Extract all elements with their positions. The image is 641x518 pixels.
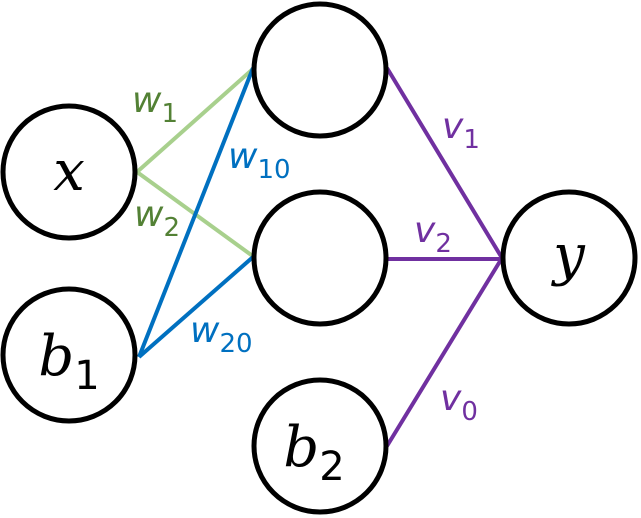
node-b2-label: b [283,415,319,480]
label-w20: w20 [190,310,253,359]
edge-b1-h1 [137,67,255,358]
node-b1-label: b [38,324,74,389]
node-y-label: y [550,223,586,288]
svg-text:b1: b1 [38,324,99,399]
label-v1: v1 [442,106,480,155]
node-y: y [500,189,638,327]
output-weight-edges [385,66,504,448]
label-w1: w1 [132,80,178,129]
node-x-label: x [53,139,85,204]
node-x: x [0,103,138,241]
label-v0: v0 [440,378,478,427]
bias-weight-edges [137,67,255,359]
node-h2 [251,189,389,327]
svg-text:x: x [53,139,85,204]
edge-b2-y [385,256,504,448]
node-h1 [251,1,389,139]
edge-h1-y [385,66,504,260]
label-v2: v2 [414,210,452,259]
node-b1: b1 [0,286,138,424]
node-b2-subscript: 2 [319,444,344,490]
edge-b1-h2 [137,255,255,359]
svg-text:b2: b2 [283,415,344,490]
edge-x-h1 [135,66,256,174]
node-b2: b2 [251,377,389,515]
label-w2: w2 [134,194,180,243]
svg-text:y: y [550,223,586,288]
label-w10: w10 [228,136,291,185]
node-b1-subscript: 1 [74,353,99,399]
